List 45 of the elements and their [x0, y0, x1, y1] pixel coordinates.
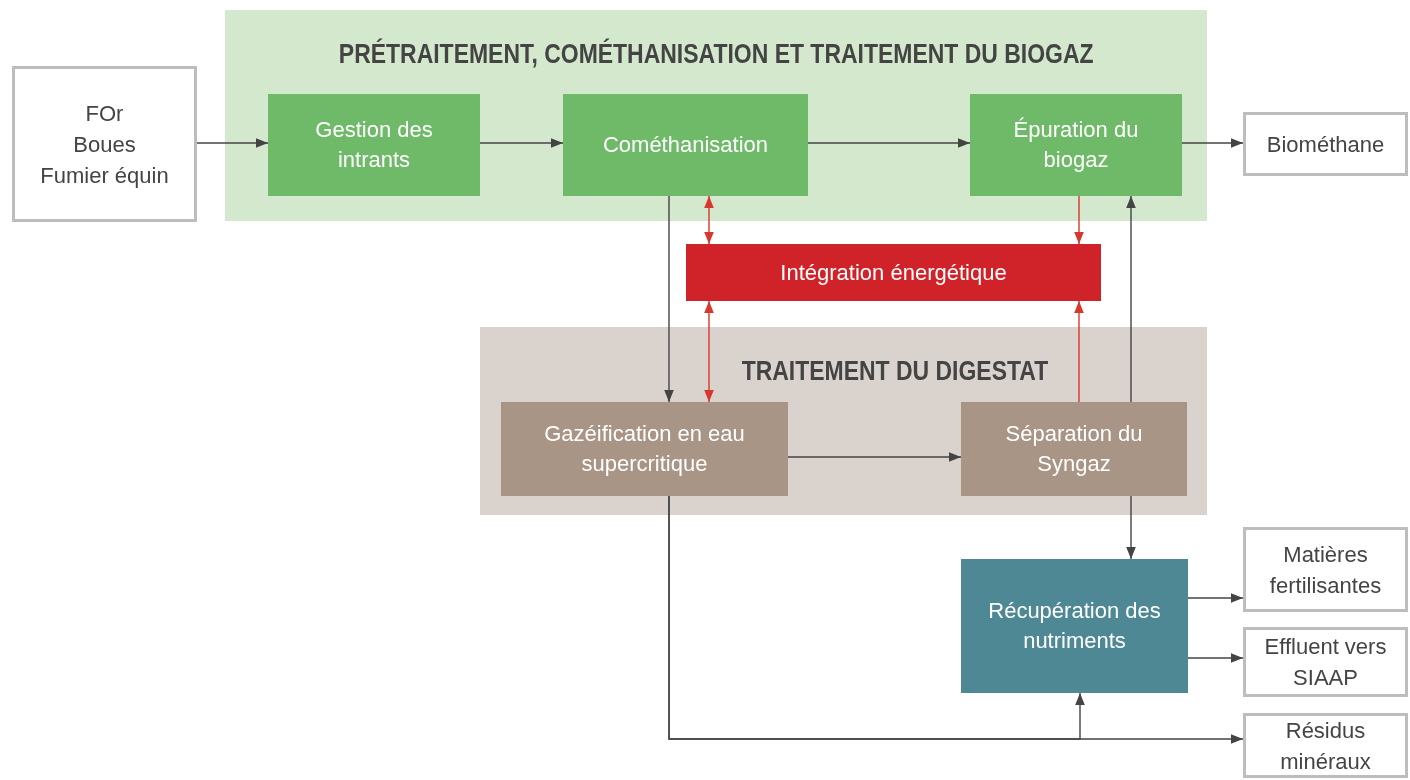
node-label: Gazéification en eau supercritique: [543, 420, 746, 478]
arrow: [1074, 300, 1084, 403]
output-box: [1243, 527, 1408, 612]
section-heading: PRÉTRAITEMENT, COMÉTHANISATION ET TRAITEMENT DU BIOGAZ: [337, 38, 1095, 70]
process-box: [961, 402, 1187, 496]
node-label: Récupération des nutriments: [987, 597, 1162, 655]
arrow: [196, 138, 269, 148]
arrow: [1187, 653, 1244, 663]
node-label: FOr: [84, 99, 125, 128]
arrow: [1187, 593, 1244, 603]
process-box: [970, 94, 1182, 196]
node-label: Boues: [72, 130, 137, 159]
arrow: [664, 195, 674, 403]
node-label: Gestion des intrants: [314, 116, 434, 174]
node-label: Cométhanisation: [601, 131, 770, 159]
arrow: [704, 195, 714, 245]
output-box: [12, 66, 197, 222]
section-heading: TRAITEMENT DU DIGESTAT: [740, 355, 1049, 387]
arrow: [479, 138, 564, 148]
arrow: [1074, 195, 1084, 245]
process-box: [686, 244, 1101, 301]
node-label: Matières fertilisantes: [1268, 540, 1383, 600]
node-label: Intégration énergétique: [779, 258, 1008, 287]
process-box: [268, 94, 480, 196]
node-label: Épuration du biogaz: [1012, 116, 1140, 174]
arrow: [1126, 495, 1136, 560]
node-label: Résidus minéraux: [1279, 716, 1372, 776]
process-box: [961, 559, 1188, 693]
arrow: [787, 452, 962, 462]
process-box: [501, 402, 788, 496]
node-label: Effluent vers SIAAP: [1263, 633, 1388, 692]
arrow: [704, 300, 714, 403]
node-label: Fumier équin: [39, 161, 170, 190]
node-label: Séparation du Syngaz: [1004, 420, 1144, 478]
output-box: [1243, 713, 1408, 778]
section-panel: [480, 327, 1207, 515]
arrow: [1181, 138, 1244, 148]
section-panel: [225, 10, 1207, 221]
output-box: [1243, 112, 1408, 176]
output-box: [1243, 627, 1408, 697]
process-box: [563, 94, 808, 196]
arrow: [668, 495, 1085, 740]
arrow: [807, 138, 971, 148]
arrow: [1126, 195, 1136, 403]
node-label: Biométhane: [1265, 130, 1386, 159]
